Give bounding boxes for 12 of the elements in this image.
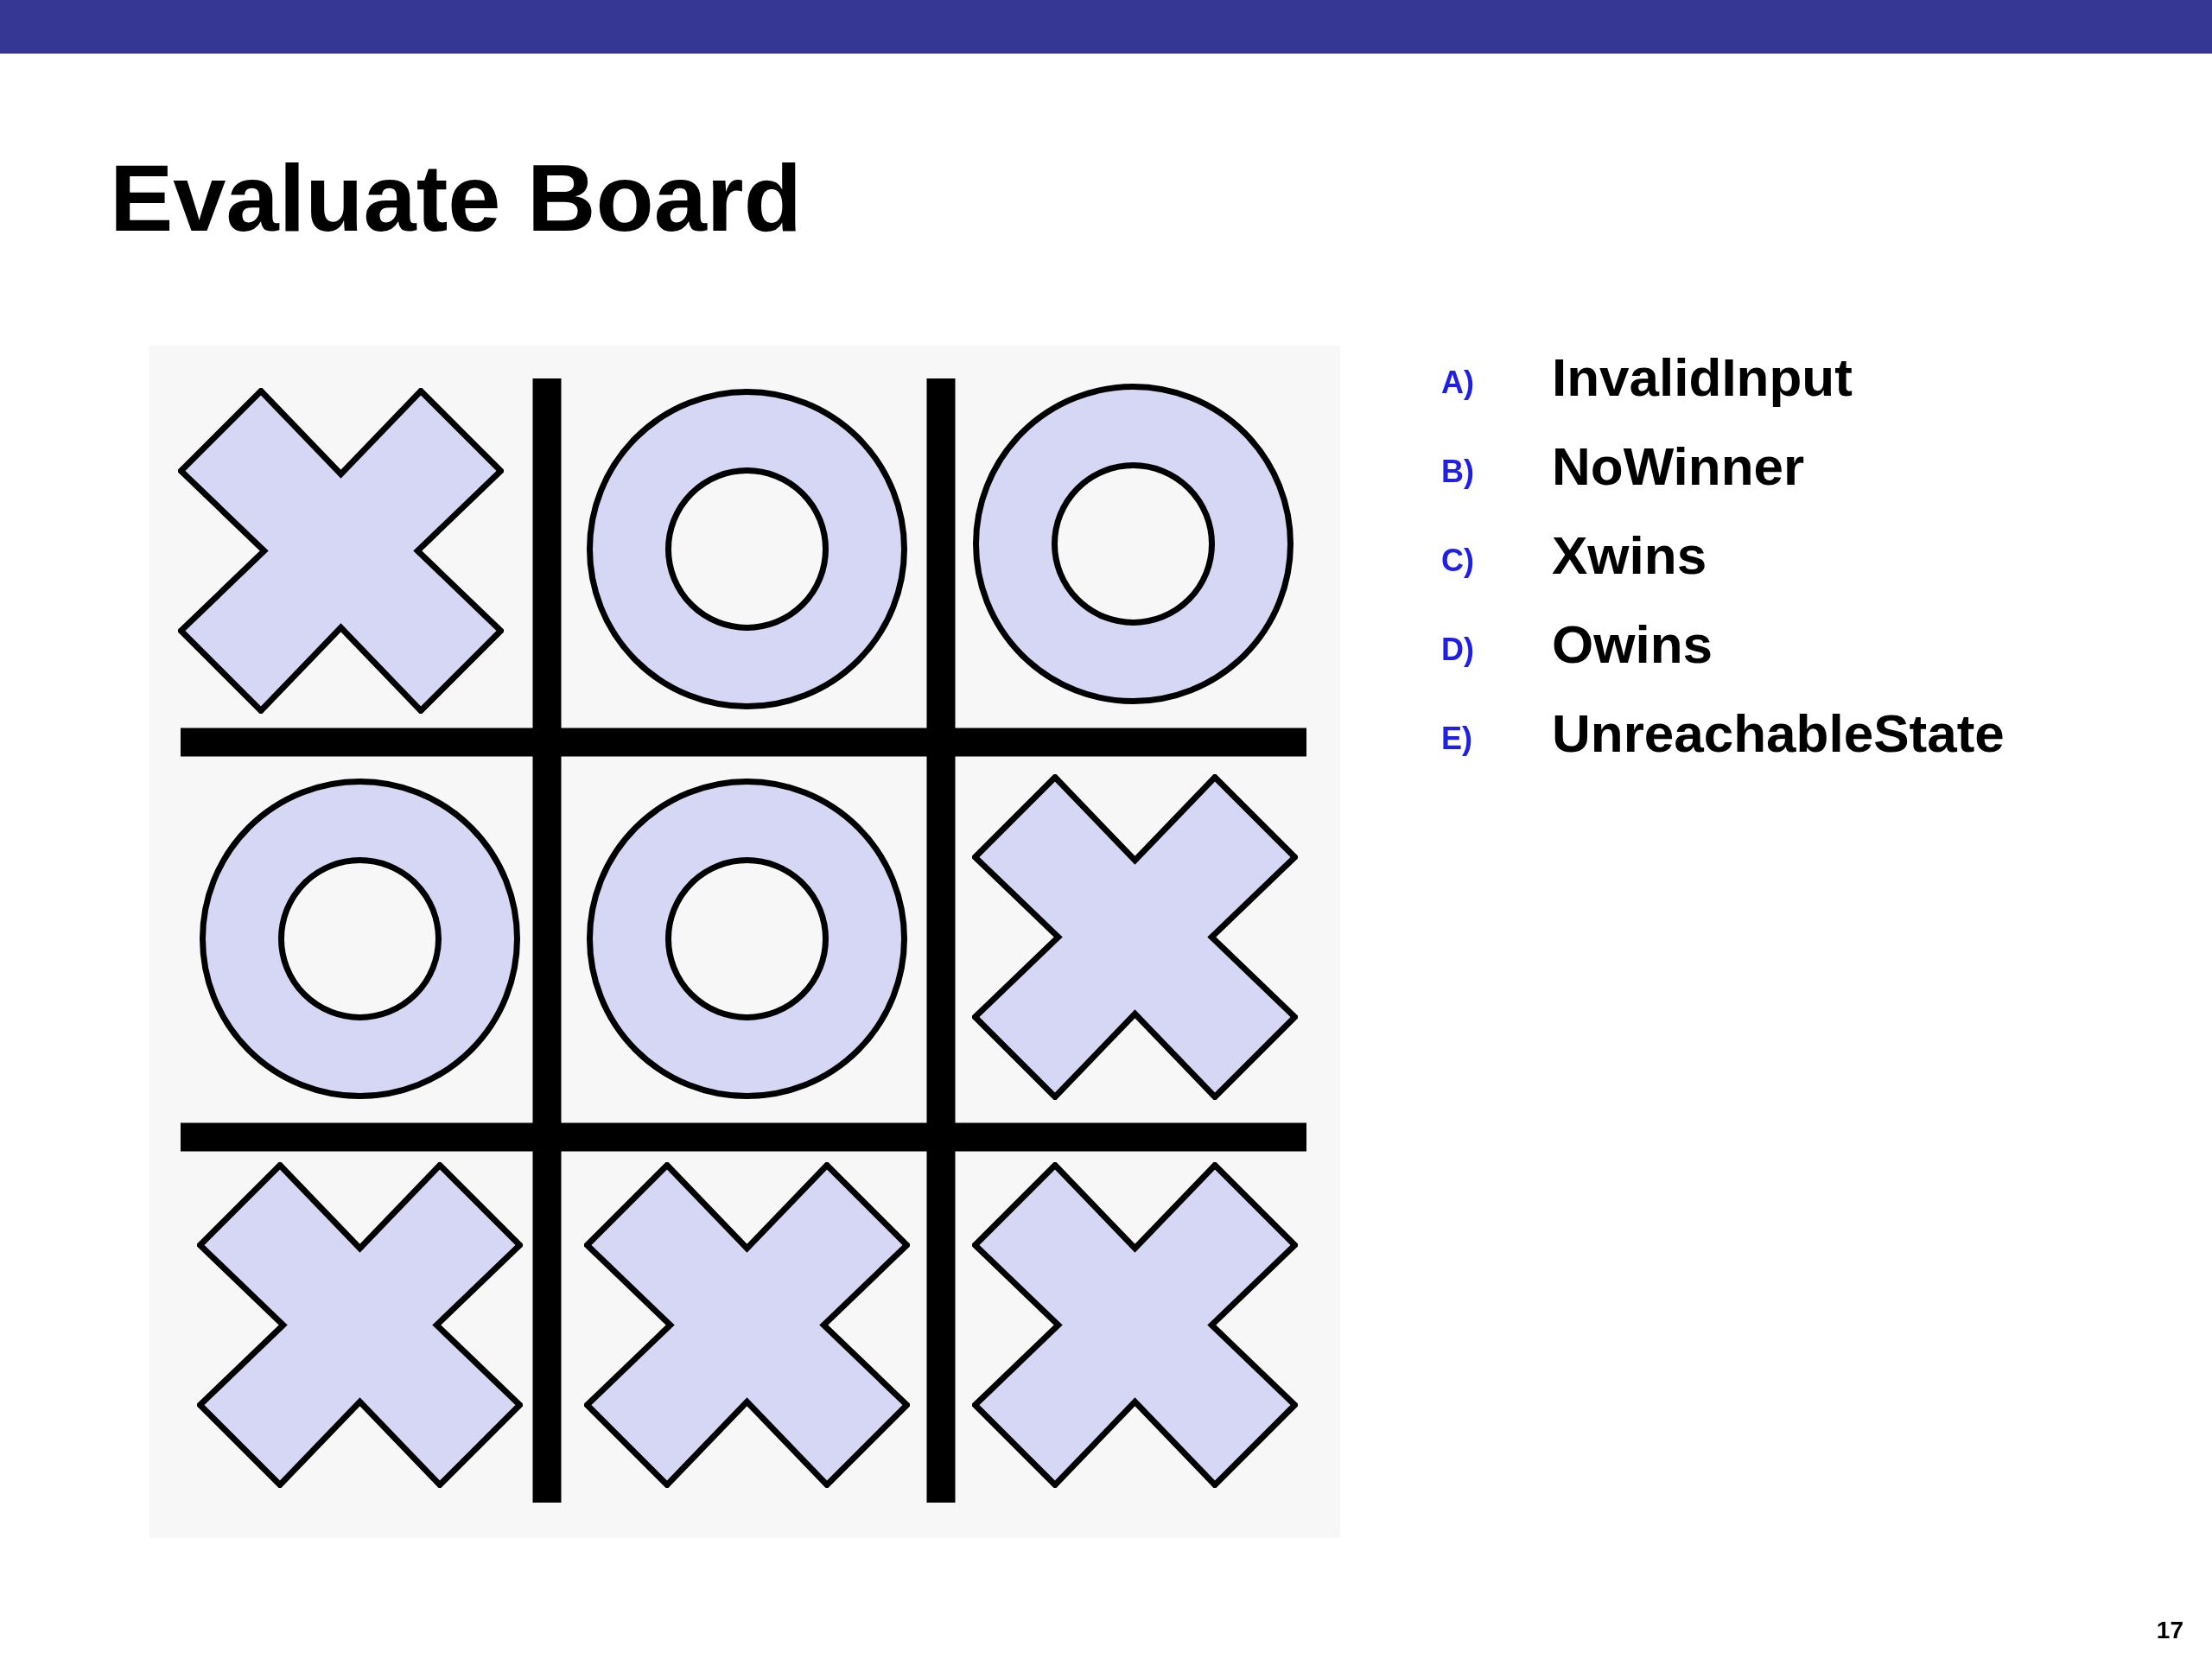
option-letter: A) <box>1441 365 1474 401</box>
option-letter: C) <box>1441 543 1474 579</box>
page-number: 17 <box>2156 1616 2183 1645</box>
option-text: Owins <box>1552 613 1713 676</box>
option-letter: B) <box>1441 454 1474 490</box>
option-letter: D) <box>1441 632 1474 668</box>
option-text: InvalidInput <box>1552 346 1853 409</box>
option-text: UnreachableState <box>1552 702 2005 765</box>
option-text: NoWinner <box>1552 435 1805 498</box>
option-letter: E) <box>1441 721 1472 757</box>
slide-title: Evaluate Board <box>110 145 802 250</box>
option-text: Xwins <box>1552 524 1707 587</box>
